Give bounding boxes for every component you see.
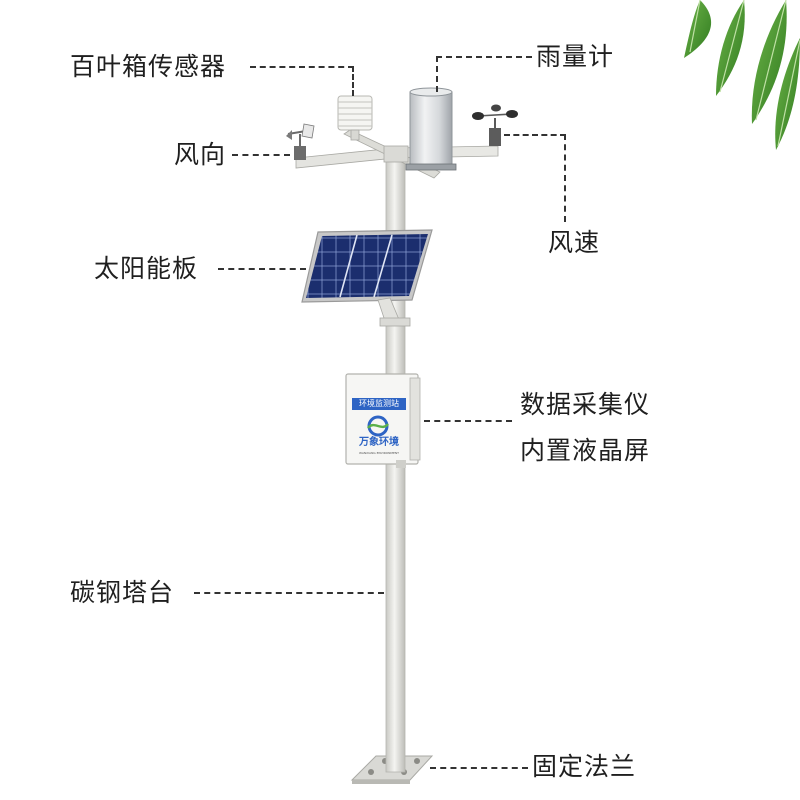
leader-fixed-flange (430, 767, 528, 769)
enclosure-station-text: 环境监测站 (359, 399, 399, 408)
leader-rain-gauge-v (436, 56, 438, 92)
label-carbon-steel-tower: 碳钢塔台 (70, 578, 175, 607)
leader-solar-panel (218, 268, 306, 270)
leader-louver-box-v (352, 66, 354, 96)
solar-panel (301, 229, 433, 327)
label-data-logger: 数据采集仪 (520, 390, 651, 419)
rain-gauge (405, 87, 457, 171)
label-data-logger-screen: 内置液晶屏 (520, 436, 651, 465)
enclosure-brand-subtext: WANXIANG ENVIRONMENT (359, 451, 399, 455)
leaf-decoration (684, 0, 800, 150)
enclosure-brand-text: 万象环境 (359, 437, 399, 448)
label-solar-panel: 太阳能板 (94, 254, 199, 283)
leader-wind-direction (232, 154, 290, 156)
data-logger-enclosure (345, 373, 421, 468)
leader-louver-box-h (250, 66, 354, 68)
leader-carbon-steel-tower (194, 592, 384, 594)
label-wind-direction: 风向 (174, 140, 227, 169)
label-wind-speed: 风速 (548, 228, 601, 257)
wind-direction-vane (286, 123, 315, 160)
label-fixed-flange: 固定法兰 (532, 752, 637, 781)
leader-data-logger (424, 420, 512, 422)
label-rain-gauge: 雨量计 (536, 42, 615, 71)
louver-box-sensor (337, 95, 373, 141)
wind-speed-anemometer (472, 104, 518, 146)
label-louver-box-sensor: 百叶箱传感器 (70, 52, 227, 81)
leader-rain-gauge-h (436, 56, 532, 58)
leader-wind-speed-v (564, 134, 566, 222)
leader-wind-speed-h (504, 134, 566, 136)
